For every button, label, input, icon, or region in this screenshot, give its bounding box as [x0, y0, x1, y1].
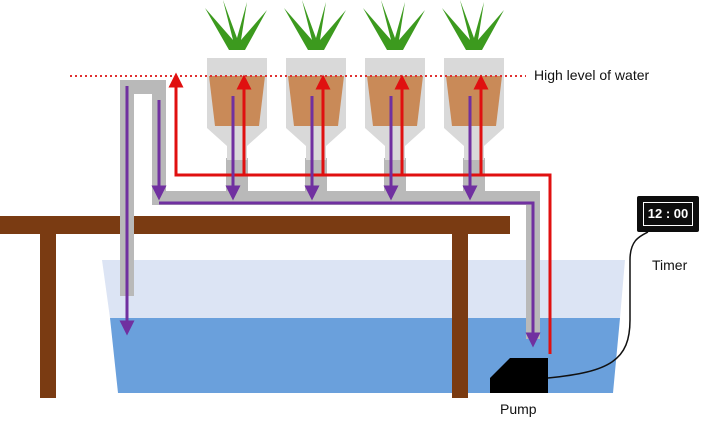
table-top — [0, 216, 510, 234]
plant-pot — [367, 76, 423, 126]
plant-3 — [363, 0, 425, 160]
reservoir — [102, 260, 625, 393]
reservoir-water — [110, 318, 620, 393]
pump-icon — [490, 358, 548, 393]
timer-label: Timer — [652, 257, 688, 273]
plant-icon — [284, 0, 346, 50]
drain-flow — [119, 86, 541, 348]
plant-pot — [446, 76, 502, 126]
drain-main-line — [159, 201, 541, 348]
timer-cable — [547, 231, 649, 379]
timer-icon: 12 : 00 — [637, 196, 699, 232]
plant-pot — [209, 76, 265, 126]
plant-4 — [442, 0, 504, 160]
table-leg-left — [40, 234, 56, 398]
table-leg-right — [452, 234, 468, 398]
plant-icon — [205, 0, 267, 50]
plant-pot — [288, 76, 344, 126]
supply-flow — [168, 72, 552, 354]
plant-1 — [205, 0, 267, 160]
pump-label: Pump — [500, 401, 537, 417]
plants — [205, 0, 504, 160]
timer-display: 12 : 00 — [643, 202, 693, 226]
plant-2 — [284, 0, 346, 160]
plant-icon — [363, 0, 425, 50]
high-water-level-label: High level of water — [534, 67, 650, 83]
plant-icon — [442, 0, 504, 50]
reservoir-air-zone — [102, 260, 625, 318]
supply-main-line — [168, 72, 552, 354]
